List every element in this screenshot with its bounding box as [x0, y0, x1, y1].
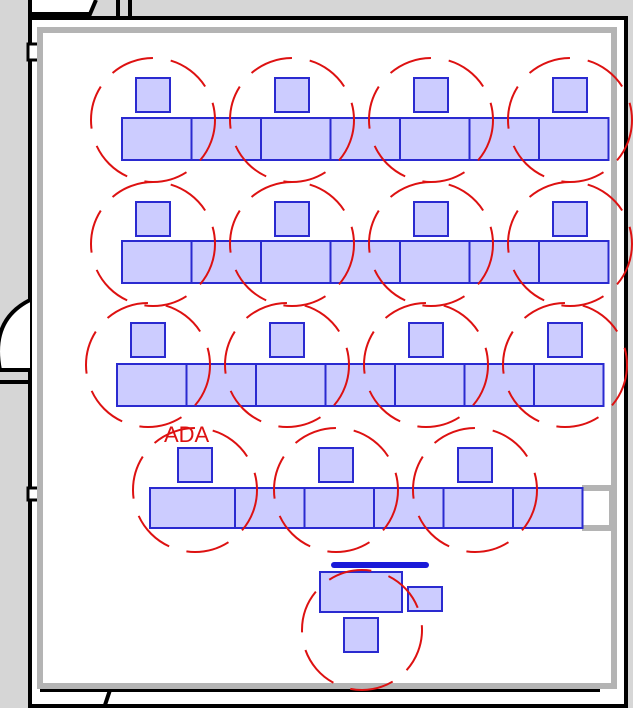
table-segment: [463, 363, 535, 407]
distancing-circle: [224, 302, 350, 428]
distancing-circle: [132, 427, 258, 553]
ada-label: ADA: [164, 422, 210, 447]
table-segment: [538, 240, 610, 284]
table-segment: [303, 487, 375, 529]
student-chair: [274, 77, 310, 113]
table-segment: [512, 487, 584, 529]
table-segment: [399, 240, 471, 284]
distancing-circle: [412, 427, 538, 553]
student-chair: [413, 77, 449, 113]
student-chair: [130, 322, 166, 358]
table-segment: [399, 117, 471, 161]
table-segment: [468, 117, 540, 161]
table-segment: [121, 240, 193, 284]
student-chair: [274, 201, 310, 237]
table-segment: [442, 487, 514, 529]
chair-layer: [130, 77, 588, 653]
table-segment: [185, 363, 257, 407]
table-segment: [121, 117, 193, 161]
table-segment: [116, 363, 188, 407]
left-door-swing: [0, 298, 31, 372]
distancing-circle: [363, 302, 489, 428]
distancing-circle-layer: [85, 57, 633, 691]
table-layer: [116, 117, 610, 613]
table-segment: [468, 240, 540, 284]
student-chair: [135, 77, 171, 113]
student-chair: [318, 447, 354, 483]
table-segment: [190, 240, 262, 284]
table-segment: [329, 117, 401, 161]
table-segment: [234, 487, 306, 529]
distancing-circle: [502, 302, 628, 428]
table-segment: [324, 363, 396, 407]
student-chair: [413, 201, 449, 237]
table-segment: [255, 363, 327, 407]
table-segment: [538, 117, 610, 161]
table-segment: [260, 117, 332, 161]
table-segment: [190, 117, 262, 161]
distancing-circle: [273, 427, 399, 553]
student-chair: [408, 322, 444, 358]
table-segment: [260, 240, 332, 284]
student-chair: [457, 447, 493, 483]
distancing-circle: [368, 181, 494, 307]
table-segment: [373, 487, 445, 529]
distancing-circle: [90, 181, 216, 307]
top-door-frame: [116, 0, 132, 18]
table-segment: [394, 363, 466, 407]
distancing-circle: [85, 302, 211, 428]
table-segment: [533, 363, 605, 407]
distancing-circle: [229, 181, 355, 307]
student-chair: [547, 322, 583, 358]
right-door-niche: [582, 485, 615, 531]
table-segment: [149, 487, 236, 529]
student-chair: [552, 201, 588, 237]
distancing-circle: [507, 181, 633, 307]
student-chair: [135, 201, 171, 237]
student-chair: [177, 447, 213, 483]
table-segment: [329, 240, 401, 284]
student-chair: [552, 77, 588, 113]
instructor-desk: [319, 571, 403, 613]
student-chair: [269, 322, 305, 358]
top-wall-stub: [28, 0, 98, 16]
instructor-distancing-circle: [301, 569, 423, 691]
instructor-chair: [343, 617, 379, 653]
